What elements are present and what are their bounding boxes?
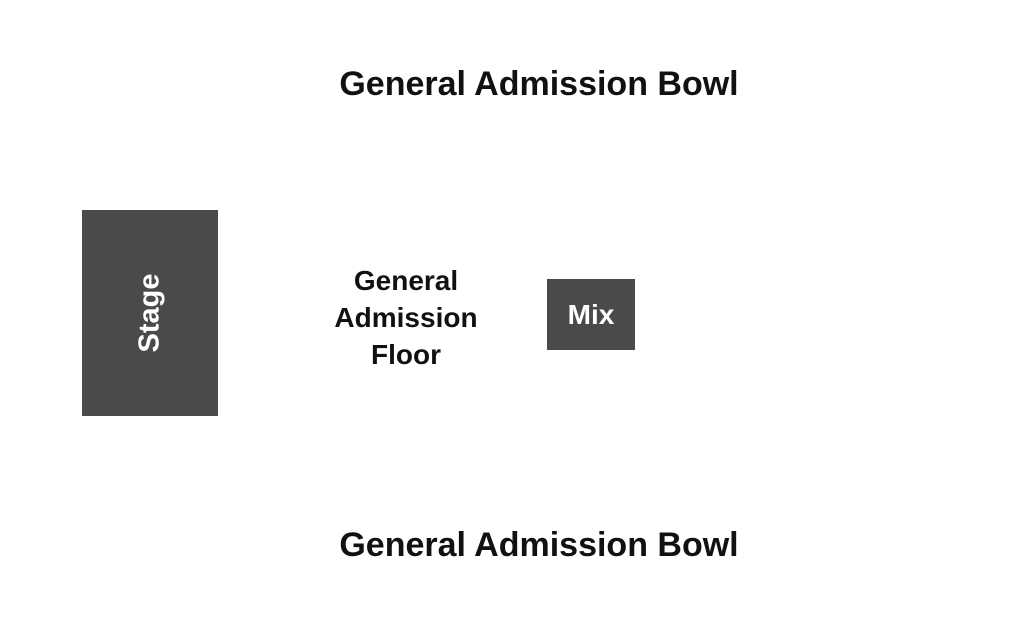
stage-label: Stage (133, 273, 166, 353)
mix-position-block: Mix (547, 279, 635, 350)
section-general-admission-floor[interactable]: General Admission Floor (326, 262, 486, 373)
floor-label-line-2: Admission (334, 302, 478, 333)
mix-label: Mix (567, 298, 615, 330)
section-general-admission-bowl-top[interactable]: General Admission Bowl (339, 65, 739, 103)
floor-label-line-1: General (353, 265, 459, 296)
stage-block: Stage (82, 210, 218, 416)
floor-label-line-3: Floor (371, 339, 441, 370)
section-general-admission-bowl-bottom[interactable]: General Admission Bowl (339, 526, 739, 564)
